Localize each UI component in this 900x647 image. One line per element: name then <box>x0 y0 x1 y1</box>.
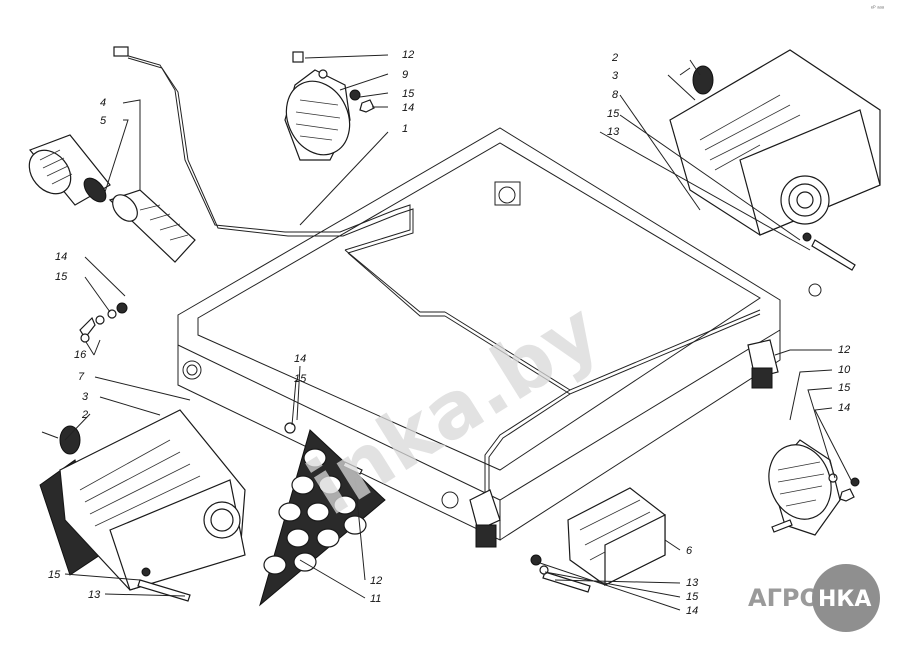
callout-14-bottom: 14 <box>686 605 698 617</box>
callout-16: 16 <box>74 349 87 361</box>
socket-assembly <box>28 134 196 263</box>
agronka-logo: АГРО НКА <box>748 564 880 632</box>
callout-14-top: 14 <box>402 102 414 114</box>
callout-2-top: 2 <box>611 52 618 64</box>
round-lamp-top <box>284 51 375 161</box>
callout-2-left: 2 <box>81 409 88 421</box>
callout-14-mid: 14 <box>294 353 306 365</box>
wiring-harness <box>113 46 761 500</box>
svg-text:АГРО: АГРО <box>748 584 820 612</box>
callout-12-top: 12 <box>402 49 414 61</box>
leader-lines <box>64 54 853 611</box>
callout-labels: 1 2 3 8 15 13 12 9 15 14 4 5 14 15 16 7 … <box>48 49 851 617</box>
watermark: inka.by <box>293 286 615 534</box>
callout-3-left: 3 <box>82 391 89 403</box>
callout-1: 1 <box>402 123 408 135</box>
round-lamp-right <box>768 439 860 536</box>
rear-lamp-left <box>39 409 246 602</box>
svg-text:inka.by: inka.by <box>293 286 615 534</box>
callout-14-right: 14 <box>838 402 850 414</box>
triangle-reflector <box>259 429 386 607</box>
callout-4: 4 <box>100 97 106 109</box>
fastener-group-left <box>79 302 128 343</box>
callout-15-mid: 15 <box>294 373 307 385</box>
connector-brackets <box>469 339 779 548</box>
callout-15-right: 15 <box>838 382 851 394</box>
corner-mark: ᵉᴾ ᵃᵃᵃ <box>870 6 884 12</box>
callout-7: 7 <box>78 371 85 383</box>
callout-12-right: 12 <box>838 344 850 356</box>
svg-text:НКА: НКА <box>818 587 871 612</box>
callout-13-right: 13 <box>607 126 620 138</box>
callout-3-top: 3 <box>612 70 619 82</box>
rear-lamp-right <box>669 49 881 271</box>
callout-15-right-top: 15 <box>607 108 620 120</box>
callout-15-top: 15 <box>402 88 415 100</box>
callout-10: 10 <box>838 364 851 376</box>
callout-9: 9 <box>402 69 408 81</box>
callout-13-left: 13 <box>88 589 101 601</box>
callout-13-bottom: 13 <box>686 577 699 589</box>
callout-11: 11 <box>370 593 381 605</box>
callout-12-bottom: 12 <box>370 575 382 587</box>
box-lamp <box>530 487 666 593</box>
callout-15-bottom-left: 15 <box>48 569 61 581</box>
fastener-group-mid <box>284 422 296 434</box>
callout-15-left: 15 <box>55 271 68 283</box>
callout-8: 8 <box>612 89 619 101</box>
callout-15-bottom: 15 <box>686 591 699 603</box>
callout-14-left: 14 <box>55 251 67 263</box>
callout-5: 5 <box>100 115 107 127</box>
callout-6: 6 <box>686 545 693 557</box>
